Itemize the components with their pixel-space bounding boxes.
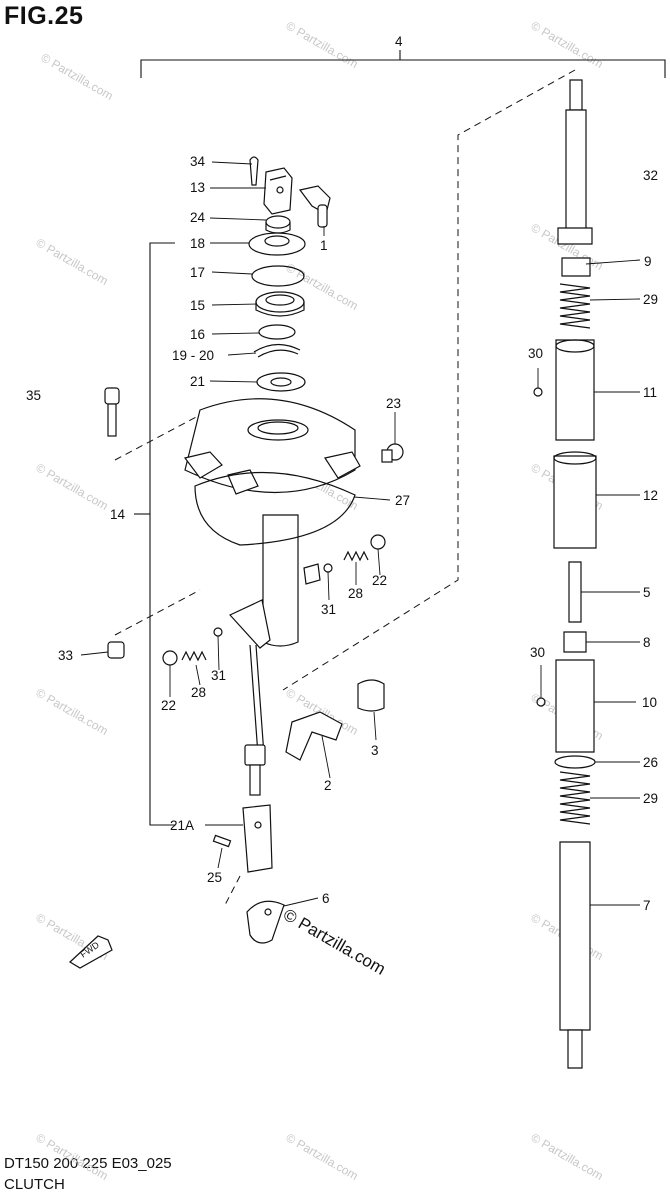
callout-1: 1 bbox=[320, 238, 328, 253]
bolt bbox=[298, 185, 331, 228]
assembly-bracket-14 bbox=[134, 242, 175, 826]
callout-29: 29 bbox=[643, 292, 658, 307]
plug bbox=[162, 650, 178, 666]
figure-title: FIG.25 bbox=[4, 2, 84, 30]
watermark: © Partzilla.com bbox=[34, 460, 111, 513]
callout-27: 27 bbox=[395, 493, 410, 508]
callout-32: 32 bbox=[643, 168, 658, 183]
callout-16: 16 bbox=[190, 327, 205, 342]
model-code: DT150 200 225 E03_025 bbox=[4, 1155, 172, 1172]
nut bbox=[107, 641, 125, 659]
sleeve bbox=[303, 563, 321, 585]
callout-31: 31 bbox=[211, 668, 226, 683]
callout-7: 7 bbox=[643, 898, 651, 913]
callout-19-20: 19 - 20 bbox=[172, 348, 214, 363]
grease-fitting bbox=[381, 443, 404, 463]
bearing bbox=[255, 291, 305, 317]
assembly-bracket-4 bbox=[140, 50, 666, 78]
ball bbox=[213, 627, 223, 637]
large-o-ring bbox=[194, 471, 356, 546]
bolt bbox=[104, 387, 120, 437]
callout-18: 18 bbox=[190, 236, 205, 251]
callout-3: 3 bbox=[371, 743, 379, 758]
watermark: © Partzilla.com bbox=[39, 50, 116, 103]
watermark: © Partzilla.com bbox=[34, 235, 111, 288]
dashed-guide bbox=[114, 414, 201, 461]
shim bbox=[253, 343, 301, 358]
callout-25: 25 bbox=[207, 870, 222, 885]
clutch-housing bbox=[183, 398, 361, 647]
plug bbox=[370, 534, 386, 550]
cam bbox=[246, 900, 285, 944]
watermark: © Partzilla.com bbox=[529, 18, 606, 71]
watermark: © Partzilla.com bbox=[529, 1130, 606, 1183]
bushing bbox=[357, 679, 385, 712]
plate bbox=[248, 232, 306, 256]
dashed-guide bbox=[282, 69, 576, 691]
callout-26: 26 bbox=[643, 755, 658, 770]
watermark: © Partzilla.com bbox=[284, 1130, 361, 1183]
callout-21A: 21A bbox=[170, 818, 194, 833]
callout-30: 30 bbox=[528, 346, 543, 361]
callout-11: 11 bbox=[643, 385, 657, 400]
leader-lines bbox=[80, 161, 641, 907]
bracket-clip bbox=[285, 711, 343, 761]
callout-labels: 4 32 34 13 1 24 18 9 17 15 29 16 19 - 20… bbox=[26, 34, 658, 913]
clevis bbox=[263, 167, 293, 215]
pin bbox=[212, 834, 232, 848]
nut bbox=[265, 215, 291, 234]
watermark-main: © Partzilla.com bbox=[280, 905, 389, 979]
shift-rod bbox=[229, 599, 271, 796]
o-ring bbox=[258, 324, 296, 340]
callout-6: 6 bbox=[322, 891, 330, 906]
callout-10: 10 bbox=[642, 695, 657, 710]
callout-13: 13 bbox=[190, 180, 205, 195]
watermark: © Partzilla.com bbox=[34, 685, 111, 738]
push-rod-column bbox=[533, 79, 597, 1069]
callout-9: 9 bbox=[644, 254, 652, 269]
callout-2: 2 bbox=[324, 778, 332, 793]
callout-23: 23 bbox=[386, 396, 401, 411]
callout-29: 29 bbox=[643, 791, 658, 806]
rod-end bbox=[242, 804, 273, 873]
dashed-guide bbox=[114, 589, 201, 636]
watermark: © Partzilla.com bbox=[34, 1130, 111, 1183]
callout-15: 15 bbox=[190, 298, 205, 313]
callout-30: 30 bbox=[530, 645, 545, 660]
callout-5: 5 bbox=[643, 585, 651, 600]
spring bbox=[343, 550, 369, 562]
callout-35: 35 bbox=[26, 388, 41, 403]
callout-33: 33 bbox=[58, 648, 73, 663]
dashed-guide bbox=[224, 875, 241, 906]
callout-4: 4 bbox=[395, 34, 403, 49]
watermark: © Partzilla.com bbox=[284, 18, 361, 71]
callout-34: 34 bbox=[190, 154, 206, 169]
section-name: CLUTCH bbox=[4, 1176, 65, 1193]
callout-17: 17 bbox=[190, 265, 205, 280]
callout-14: 14 bbox=[110, 507, 126, 522]
washer bbox=[256, 372, 306, 392]
callout-28: 28 bbox=[348, 586, 363, 601]
ball bbox=[323, 563, 333, 573]
callout-31: 31 bbox=[321, 602, 336, 617]
callout-28: 28 bbox=[191, 685, 206, 700]
callout-8: 8 bbox=[643, 635, 651, 650]
snap-ring bbox=[251, 265, 305, 287]
callout-21: 21 bbox=[190, 374, 205, 389]
callout-12: 12 bbox=[643, 488, 658, 503]
callout-24: 24 bbox=[190, 210, 206, 225]
cotter-pin bbox=[249, 156, 259, 186]
callout-22: 22 bbox=[161, 698, 176, 713]
spring bbox=[181, 650, 207, 662]
callout-22: 22 bbox=[372, 573, 387, 588]
